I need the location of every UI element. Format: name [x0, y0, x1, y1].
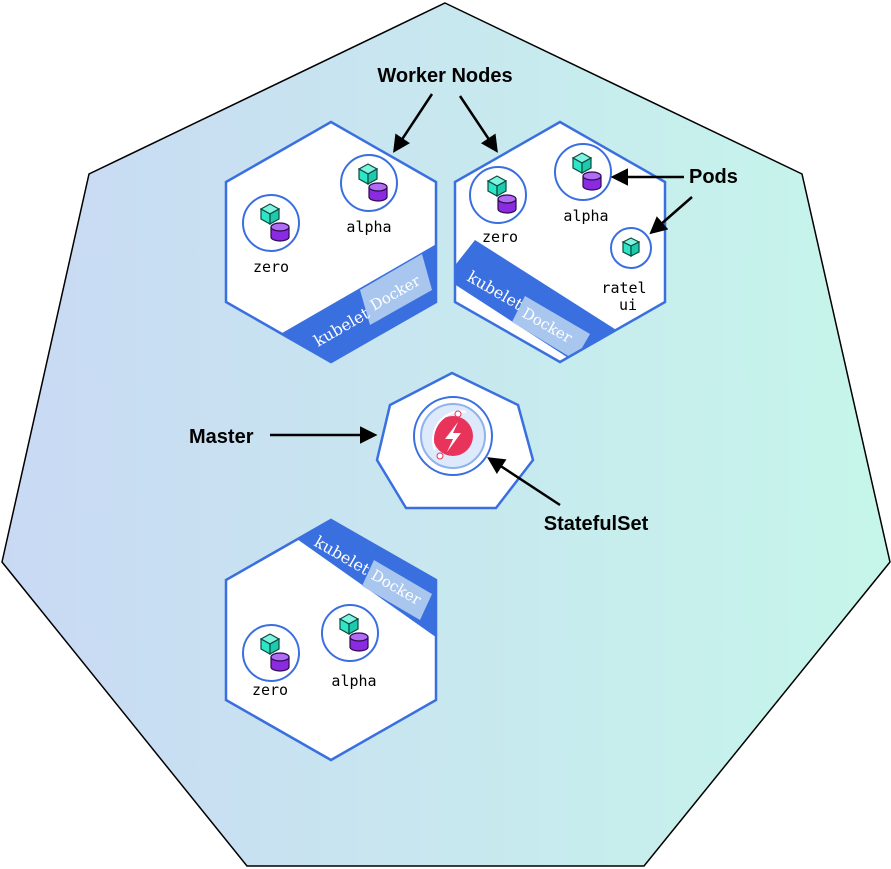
node-2-docker-box — [512, 296, 590, 360]
node-1-pod-zero: zero — [242, 194, 300, 276]
master-node — [375, 371, 535, 510]
pod-label-alpha: alpha — [563, 207, 608, 225]
node-3-pod-alpha: alpha — [321, 604, 379, 690]
node-2-pod-zero: zero — [469, 166, 527, 246]
node-1-pod-alpha: alpha — [340, 154, 398, 236]
statefulset-logo — [413, 396, 493, 476]
worker-nodes-label: Worker Nodes — [377, 65, 512, 87]
arrow-statefulset — [487, 457, 561, 507]
worker-node-3: kubelet Docker zero alpha — [224, 518, 438, 762]
lightning-icon — [445, 422, 461, 452]
pod-label-alpha: alpha — [331, 672, 376, 690]
pod-label-ui: ui — [619, 296, 637, 314]
node-2-pod-alpha: alpha — [554, 143, 612, 225]
node-3-pod-zero: zero — [242, 624, 300, 699]
pod-label-zero: zero — [252, 681, 288, 699]
pod-label-zero: zero — [253, 258, 289, 276]
pod-label-zero: zero — [482, 228, 518, 246]
pods-label: Pods — [689, 166, 738, 188]
arrow-worker-node-1 — [393, 93, 434, 153]
node-1-docker-box — [360, 254, 432, 325]
arrow-worker-node-2 — [458, 95, 498, 153]
master-label: Master — [189, 426, 254, 448]
node-2-pod-ratel-ui: ratel ui — [601, 227, 652, 314]
arrow-pods-ratel — [649, 196, 693, 235]
statefulset-label: StatefulSet — [544, 513, 649, 535]
node-3-docker-box — [362, 560, 432, 620]
worker-node-1: kubelet Docker zero alpha — [224, 120, 438, 364]
pod-label-alpha: alpha — [346, 218, 391, 236]
pod-label-ratel: ratel — [601, 279, 646, 297]
